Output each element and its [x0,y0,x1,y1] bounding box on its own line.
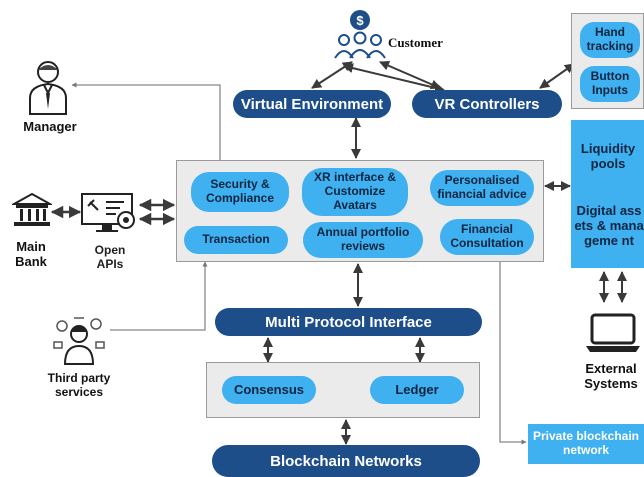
open-apis-label: Open APIs [94,243,126,271]
blockchain-networks-box: Blockchain Networks [212,445,480,477]
external-systems-label: External Systems [584,361,638,391]
multi-protocol-interface-box: Multi Protocol Interface [215,308,482,336]
xr-interface-box: XR interface & Customize Avatars [302,168,408,216]
line-hub-private [499,262,527,445]
hand-tracking-box: Hand tracking [580,22,640,58]
personalised-advice-box: Personalised financial advice [430,170,534,206]
laptop-icon [584,312,642,354]
private-blockchain-box: Private blockchain network [528,424,644,464]
liquidity-pools-label: Liquidity pools [580,141,636,171]
third-party-label: Third party services [47,371,111,399]
portfolio-reviews-box: Annual portfolio reviews [303,222,423,258]
arrow-customer-vr-controllers [379,60,441,90]
button-inputs-box: Button Inputs [580,66,640,102]
transaction-box: Transaction [184,226,288,254]
customer-label: Customer [388,35,443,50]
line-hub-manager [71,82,221,160]
customer-icon: $ [330,6,390,64]
vr-controllers-box: VR Controllers [412,90,562,118]
digital-assets-label: Digital assets & manageme nt [574,203,644,248]
ledger-box: Ledger [370,376,464,404]
monitor-settings-icon [80,192,138,236]
main-bank-label: Main Bank [15,239,47,269]
liquidity-panel [571,120,644,268]
virtual-environment-box: Virtual Environment [233,90,391,118]
line-third-party-hub [110,261,208,331]
manager-icon [26,58,70,116]
bank-icon [10,192,54,228]
arrow-virtual-vr [343,63,445,93]
third-party-icon [50,312,108,370]
security-compliance-box: Security & Compliance [191,172,289,212]
manager-label: Manager [23,119,77,134]
financial-consultation-box: Financial Consultation [440,219,534,255]
consensus-box: Consensus [222,376,316,404]
svg-text:$: $ [356,13,364,28]
arrow-vr-hand-panel [539,63,575,89]
